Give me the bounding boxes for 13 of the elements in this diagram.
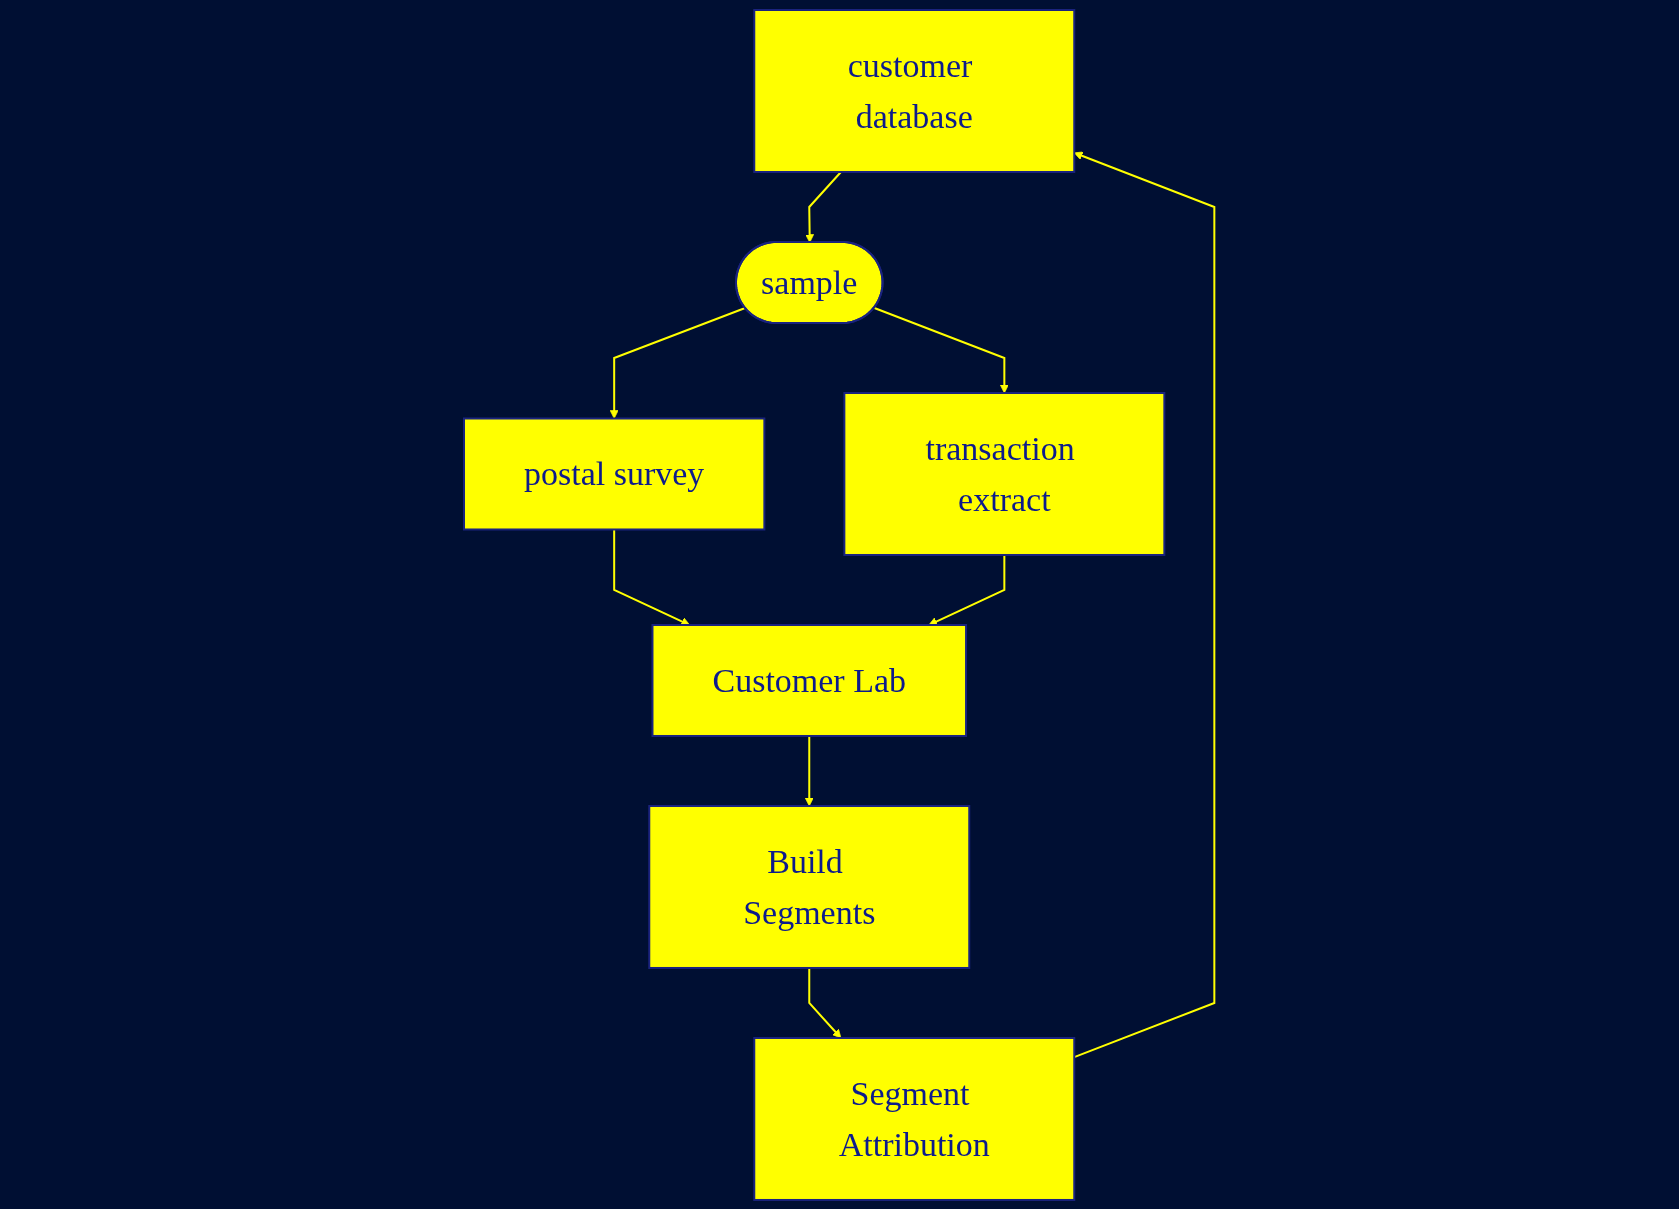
arrow	[805, 734, 814, 806]
node-box: Segment Attribution	[753, 1036, 1076, 1201]
arrow	[873, 306, 1010, 393]
node-box: postal survey	[463, 417, 766, 530]
arrow	[805, 170, 843, 243]
arrow	[610, 306, 747, 419]
node-box: Build Segments	[648, 804, 971, 969]
arrow	[928, 553, 1006, 626]
node-box: customer database	[753, 8, 1076, 173]
arrow	[808, 966, 842, 1038]
node-box: Customer Lab	[651, 623, 968, 737]
arrow	[613, 528, 691, 626]
node-box: transaction extract	[843, 391, 1166, 556]
